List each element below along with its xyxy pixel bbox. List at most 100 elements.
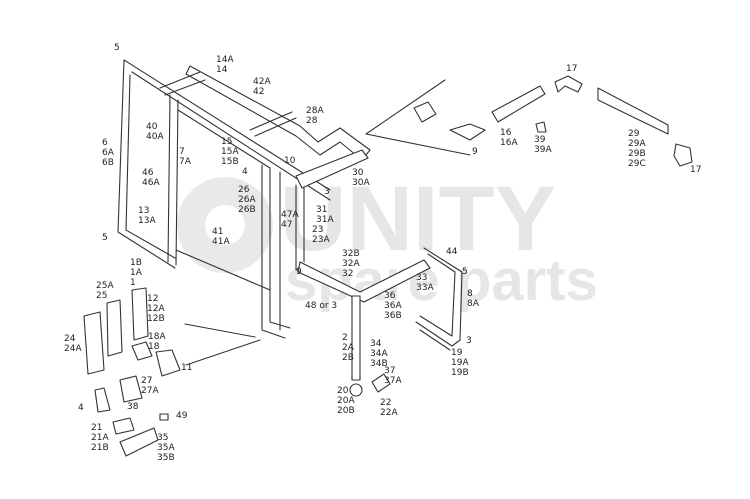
part-number-label: 10 [284,156,296,166]
part-number-label: 40A [146,132,164,142]
part-number-label: 32B [342,249,360,259]
part-number-label: 24A [64,344,82,354]
part-number-label: 1A [130,268,143,278]
part-number-label: 6A [102,148,115,158]
part-number-label: 9 [472,147,478,157]
part-number-label: 16 [500,128,512,138]
part-number-label: 17 [566,64,577,74]
part-number-label: 24 [64,334,76,344]
part-number-label: 15B [221,157,239,167]
part-number-label: 15A [221,147,239,157]
part-number-label: 14A [216,55,234,65]
part-number-label: 31A [316,215,334,225]
part-number-label: 36B [384,311,402,321]
part-number-label: 36A [384,301,402,311]
watermark-brand: UNITY [280,168,556,270]
watermark: UNITY spare parts [177,168,598,313]
part-number-label: 42 [253,87,264,97]
part-number-label: 12 [147,294,158,304]
part-number-label: 46 [142,168,154,178]
part-number-label: 29B [628,149,646,159]
part-number-label: 36 [384,291,396,301]
part-number-label: 46A [142,178,160,188]
part-number-label: 35 [157,433,168,443]
part-number-label: 5 [114,43,120,53]
callout-13: 3 [324,187,330,197]
part-number-label: 21B [91,443,109,453]
part-number-label: 13 [138,206,149,216]
part-number-label: 47 [281,220,292,230]
frame-drawing [83,59,693,457]
part-number-label: 34B [370,359,388,369]
callout-23: 9 [472,147,478,157]
part-number-label: 42A [253,77,271,87]
callout-49: 38 [127,402,139,412]
callout-50: 49 [176,411,188,421]
part-number-label: 5 [102,233,108,243]
part-number-label: 1B [130,258,142,268]
part-number-label: 18A [148,332,166,342]
part-number-label: 22A [380,408,398,418]
part-number-label: 37A [384,376,402,386]
callout-46: 11 [181,363,192,373]
part-number-label: 41A [212,237,230,247]
part-number-label: 8 [467,289,473,299]
callout-30: 5 [462,267,468,277]
part-number-label: 25A [96,281,114,291]
part-number-label: 13A [138,216,156,226]
callout-31: 88A [467,289,480,309]
part-number-label: 6B [102,158,114,168]
gear-logo-icon [177,177,273,273]
callout-6: 77A [179,147,192,167]
part-number-label: 7A [179,157,192,167]
part-number-label: 23 [312,225,323,235]
part-number-label: 16A [500,138,518,148]
part-number-label: 4 [78,403,84,413]
part-number-label: 2 [342,333,348,343]
part-number-label: 35A [157,443,175,453]
part-number-label: 40 [146,122,158,132]
part-number-label: 28A [306,106,324,116]
part-number-label: 49 [176,411,188,421]
part-number-label: 11 [181,363,192,373]
part-number-label: 33A [416,283,434,293]
part-number-label: 14 [216,65,228,75]
part-number-label: 18 [148,342,160,352]
part-number-label: 44 [446,247,458,257]
part-number-label: 22 [380,398,391,408]
callout-48: 4 [78,403,84,413]
callout-32: 48 or 3 [305,301,337,311]
part-number-label: 12B [147,314,165,324]
part-number-label: 28 [306,116,318,126]
part-number-label: 15 [221,137,232,147]
callout-35: 3 [466,336,472,346]
part-number-label: 47A [281,210,299,220]
part-number-label: 27 [141,376,152,386]
callout-25: 17 [690,165,701,175]
part-number-label: 27A [141,386,159,396]
part-number-label: 2A [342,343,355,353]
callout-9: 4 [242,167,248,177]
